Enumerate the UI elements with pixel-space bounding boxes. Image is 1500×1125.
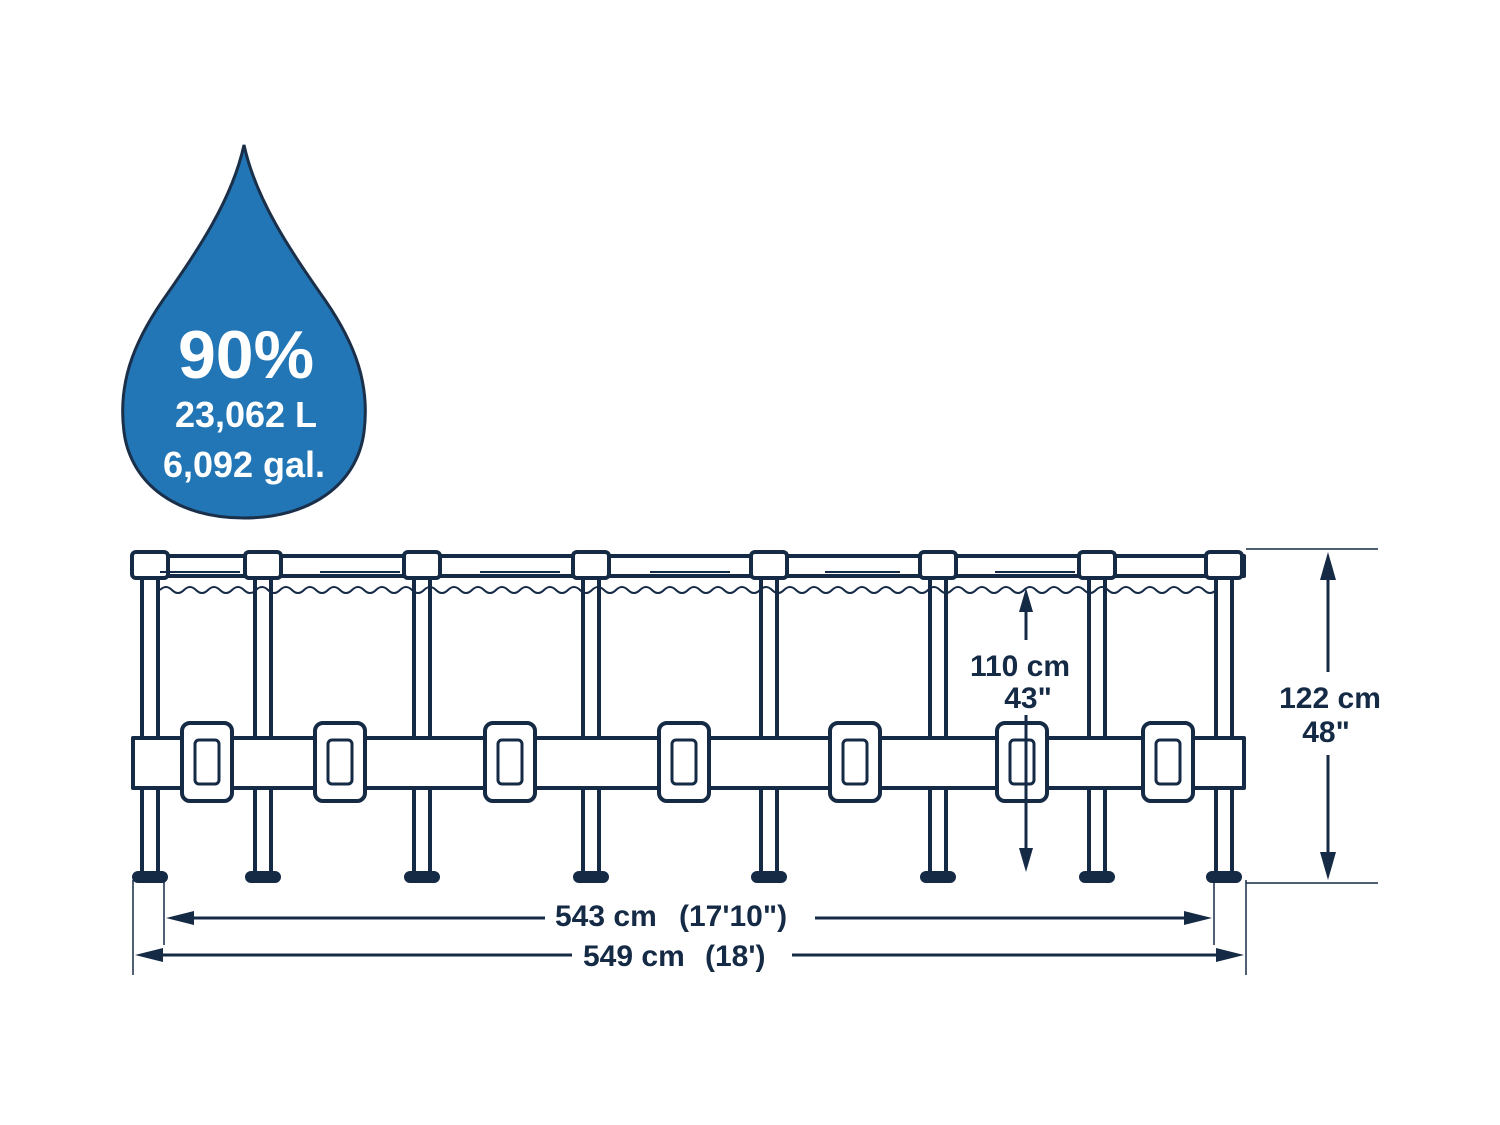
volume-liters: 23,062 L — [175, 394, 317, 435]
rail-joint — [402, 550, 442, 580]
outer-height-cm: 122 cm — [1279, 682, 1381, 715]
belt-connector-slot — [496, 738, 524, 786]
pool-post — [1087, 572, 1107, 880]
rail-joint — [1204, 550, 1244, 580]
pool-post — [140, 572, 160, 880]
belt-connector-slot — [1008, 738, 1036, 786]
inner-diameter-dimension: 543 cm (17'10") — [163, 880, 1215, 945]
water-drop-icon: 90% 23,062 L 6,092 gal. — [121, 144, 367, 520]
outer-diameter-cm: 549 cm — [583, 940, 685, 973]
post-foot — [573, 871, 609, 883]
inner-height-cm: 110 cm — [970, 650, 1070, 683]
post-foot — [404, 871, 440, 883]
post-foot — [1079, 871, 1115, 883]
inner-diameter-ft: (17'10") — [679, 900, 787, 933]
post-foot — [1206, 871, 1242, 883]
post-foot — [920, 871, 956, 883]
rail-joint — [749, 550, 789, 580]
pool-post — [412, 572, 432, 880]
pool-frame — [130, 550, 1246, 883]
pool-post — [759, 572, 779, 880]
post-foot — [245, 871, 281, 883]
rail-joint — [918, 550, 958, 580]
belt-connector-slot — [1154, 738, 1182, 786]
rail-joint — [130, 550, 170, 580]
inner-height-dimension: 110 cm 43" — [970, 588, 1070, 872]
inner-diameter-cm: 543 cm — [555, 900, 657, 933]
post-foot — [751, 871, 787, 883]
inner-height-inch: 43" — [1004, 682, 1052, 715]
rail-joint — [243, 550, 283, 580]
belt-connector-slot — [326, 738, 354, 786]
pool-post — [1214, 572, 1234, 880]
belt-connector-slot — [841, 738, 869, 786]
outer-height-inch: 48" — [1302, 716, 1350, 749]
post-foot — [132, 871, 168, 883]
outer-diameter-dimension: 549 cm (18') — [132, 880, 1247, 975]
pool-post — [253, 572, 273, 880]
rail-joint — [1077, 550, 1117, 580]
belt-connector-slot — [193, 738, 221, 786]
pool-posts — [132, 572, 1242, 883]
fill-percent: 90% — [178, 317, 314, 393]
water-line — [159, 586, 1217, 594]
volume-gallons: 6,092 gal. — [163, 444, 325, 485]
rail-joint — [571, 550, 611, 580]
outer-height-dimension: 122 cm 48" — [1246, 548, 1381, 884]
water-drop-shape — [121, 144, 367, 520]
belt-connector-slot — [670, 738, 698, 786]
pool-post — [581, 572, 601, 880]
top-rail-joints — [130, 550, 1244, 580]
pool-post — [928, 572, 948, 880]
outer-diameter-ft: (18') — [705, 940, 765, 973]
belt-connectors — [180, 721, 1195, 803]
